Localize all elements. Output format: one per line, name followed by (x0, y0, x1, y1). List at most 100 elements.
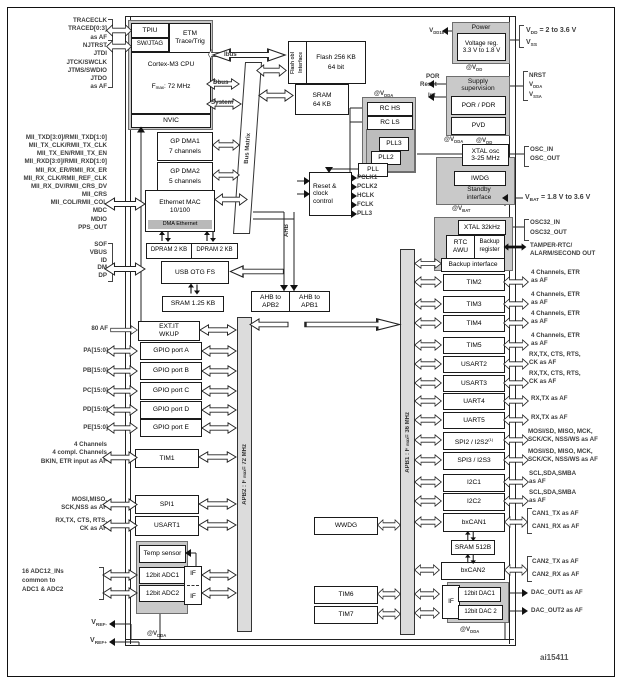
usart2-bus-arrow-icon (414, 358, 442, 370)
dac1-block: 12bit DAC1 (458, 587, 501, 602)
voltage-reg-block: Voltage reg.3.3 V to 1.8 V (457, 33, 506, 61)
uart5-block: UART5 (443, 412, 505, 429)
dac1-bus-arrow-icon (414, 588, 440, 600)
exti-bus-arrow-icon (199, 324, 237, 336)
hclk-arrowhead-icon (351, 192, 357, 200)
dpram1-exchange-icon (158, 230, 172, 243)
port-b-pins-arrow-icon (106, 365, 138, 377)
spi3-pins: MOSI/SD, MISO, MCK,SCK/CK, NSS/WS as AF (528, 448, 598, 464)
rc-ls-block: RC LS (367, 116, 413, 130)
can1-sram-exchange-icon (464, 530, 477, 542)
tpiu-block: TPIU (131, 23, 169, 38)
rc-hs-block: RC HS (367, 102, 413, 116)
chip-inner-right-line (509, 16, 510, 644)
vdda-pin-label: VDDA (529, 81, 543, 89)
tim2-pins-arrow-icon (503, 276, 529, 288)
usart2-pins-arrow-icon (503, 358, 529, 370)
usb-pins-arrow-icon (104, 262, 146, 276)
dac2-block: 12bit DAC 2 (458, 605, 503, 620)
trace-arrow-icon (106, 24, 132, 37)
flashif-busmatrix-arrow-icon (256, 64, 287, 77)
spi1-pins: MOSI,MISO,SCK,NSS as AF (61, 496, 107, 512)
backup-interface-block: Backup interface (441, 258, 505, 272)
uart5-bus-arrow-icon (414, 414, 442, 426)
port-a-pin-label: PA[15:0] (83, 347, 108, 354)
uart4-bus-arrow-icon (414, 395, 442, 407)
port-e-pin-label: PE[15:0] (83, 424, 108, 431)
jtag-arrow-icon (106, 40, 132, 53)
can2-bracket (527, 556, 532, 582)
usart2-pins: RX,TX, CTS, RTS,CK as AF (529, 351, 581, 367)
flash-interface-block: Flash obl Interface (288, 41, 308, 84)
spi2-pins: MOSI/SD, MISO, MCK,SCK/CK, NSS/WS as AF (528, 428, 598, 444)
adc-if-block: IF IF (184, 566, 202, 605)
uart5-pins: RX,TX as AF (531, 414, 568, 421)
usart1-block: USART1 (135, 516, 199, 536)
port-b-bus-arrow-icon (201, 365, 237, 377)
pll3-arrowhead-icon (351, 210, 357, 218)
adc-pins-bracket (99, 567, 104, 600)
wwdg-block: WWDG (314, 517, 378, 535)
adc1-bus-arrow-icon (201, 569, 237, 581)
reset-arrowhead-icon (428, 80, 434, 88)
gpio-a-block: GPIO port A (140, 342, 202, 360)
ahb-down-arrowhead-icon (280, 285, 288, 291)
cortex-cpu-block: Cortex-M3 CPU Fmax: 72 MHz (131, 52, 211, 114)
pclk1-label: PCLK1 (357, 174, 378, 181)
uart4-pins: RX,TX as AF (531, 395, 568, 402)
usb-otg-block: USB OTG FS (161, 261, 229, 284)
dac1-out-arrowhead-icon (522, 589, 528, 597)
usb-sram-block: SRAM 1.25 KB (162, 296, 224, 312)
tim2-block: TIM2 (443, 274, 505, 291)
power-vdd-label: @VDD (466, 64, 483, 72)
osc-out-pin-label: OSC_OUT (530, 155, 560, 162)
supply-vdda-label: @VDDA (444, 136, 464, 144)
port-c-pins-arrow-icon (106, 385, 138, 397)
cpu-fmax: Fmax: 72 MHz (151, 82, 191, 91)
reset-label: Reset (420, 81, 437, 88)
usart3-pins-arrow-icon (503, 377, 529, 389)
ethernet-bus-arrow-icon (214, 193, 248, 206)
pll-to-rcc-arrowhead-icon (325, 167, 333, 173)
usart3-block: USART3 (443, 375, 505, 392)
osc32-out-pin-label: OSC32_OUT (530, 229, 567, 236)
dac2-bus-arrow-icon (414, 607, 440, 619)
rcc-in2-arrowhead-icon (304, 190, 310, 198)
fclk-arrowhead-icon (351, 201, 357, 209)
nvic-block: NVIC (131, 114, 211, 128)
port-d-pins-arrow-icon (106, 404, 138, 416)
tim1-block: TIM1 (135, 449, 199, 468)
vbat-pin-label: VBAT = 1.8 V to 3.6 V (525, 194, 591, 203)
exti-pins-arrow-icon (110, 325, 138, 335)
bridge-to-apb1-arrow-icon (304, 317, 401, 332)
temp-sensor-block: Temp sensor (139, 545, 186, 563)
tim1-bus-arrow-icon (198, 451, 237, 463)
usart1-pins-arrow-icon (102, 519, 138, 532)
bus-matrix-label: Bus Matrix (243, 132, 252, 164)
exti-pin-label: 80 AF (91, 325, 108, 332)
tim7-block: TIM7 (314, 606, 378, 624)
chip-inner-bottom-line (125, 639, 514, 640)
vssa-pin-label: VSSA (529, 91, 542, 99)
ethernet-pins-arrow-icon (104, 197, 146, 211)
dac2-out-arrowhead-icon (522, 607, 528, 615)
nrst-pin-label: NRST (529, 72, 546, 79)
dac2-out-label: DAC_OUT2 as AF (531, 607, 583, 614)
rc-vdda-label: @VDDA (374, 90, 394, 98)
port-c-bus-arrow-icon (201, 385, 237, 397)
vss-pin-label: VSS (526, 39, 538, 48)
adc1-pins-arrow-icon (102, 569, 138, 581)
spi1-block: SPI1 (135, 495, 199, 514)
uart4-pins-arrow-icon (503, 395, 529, 407)
